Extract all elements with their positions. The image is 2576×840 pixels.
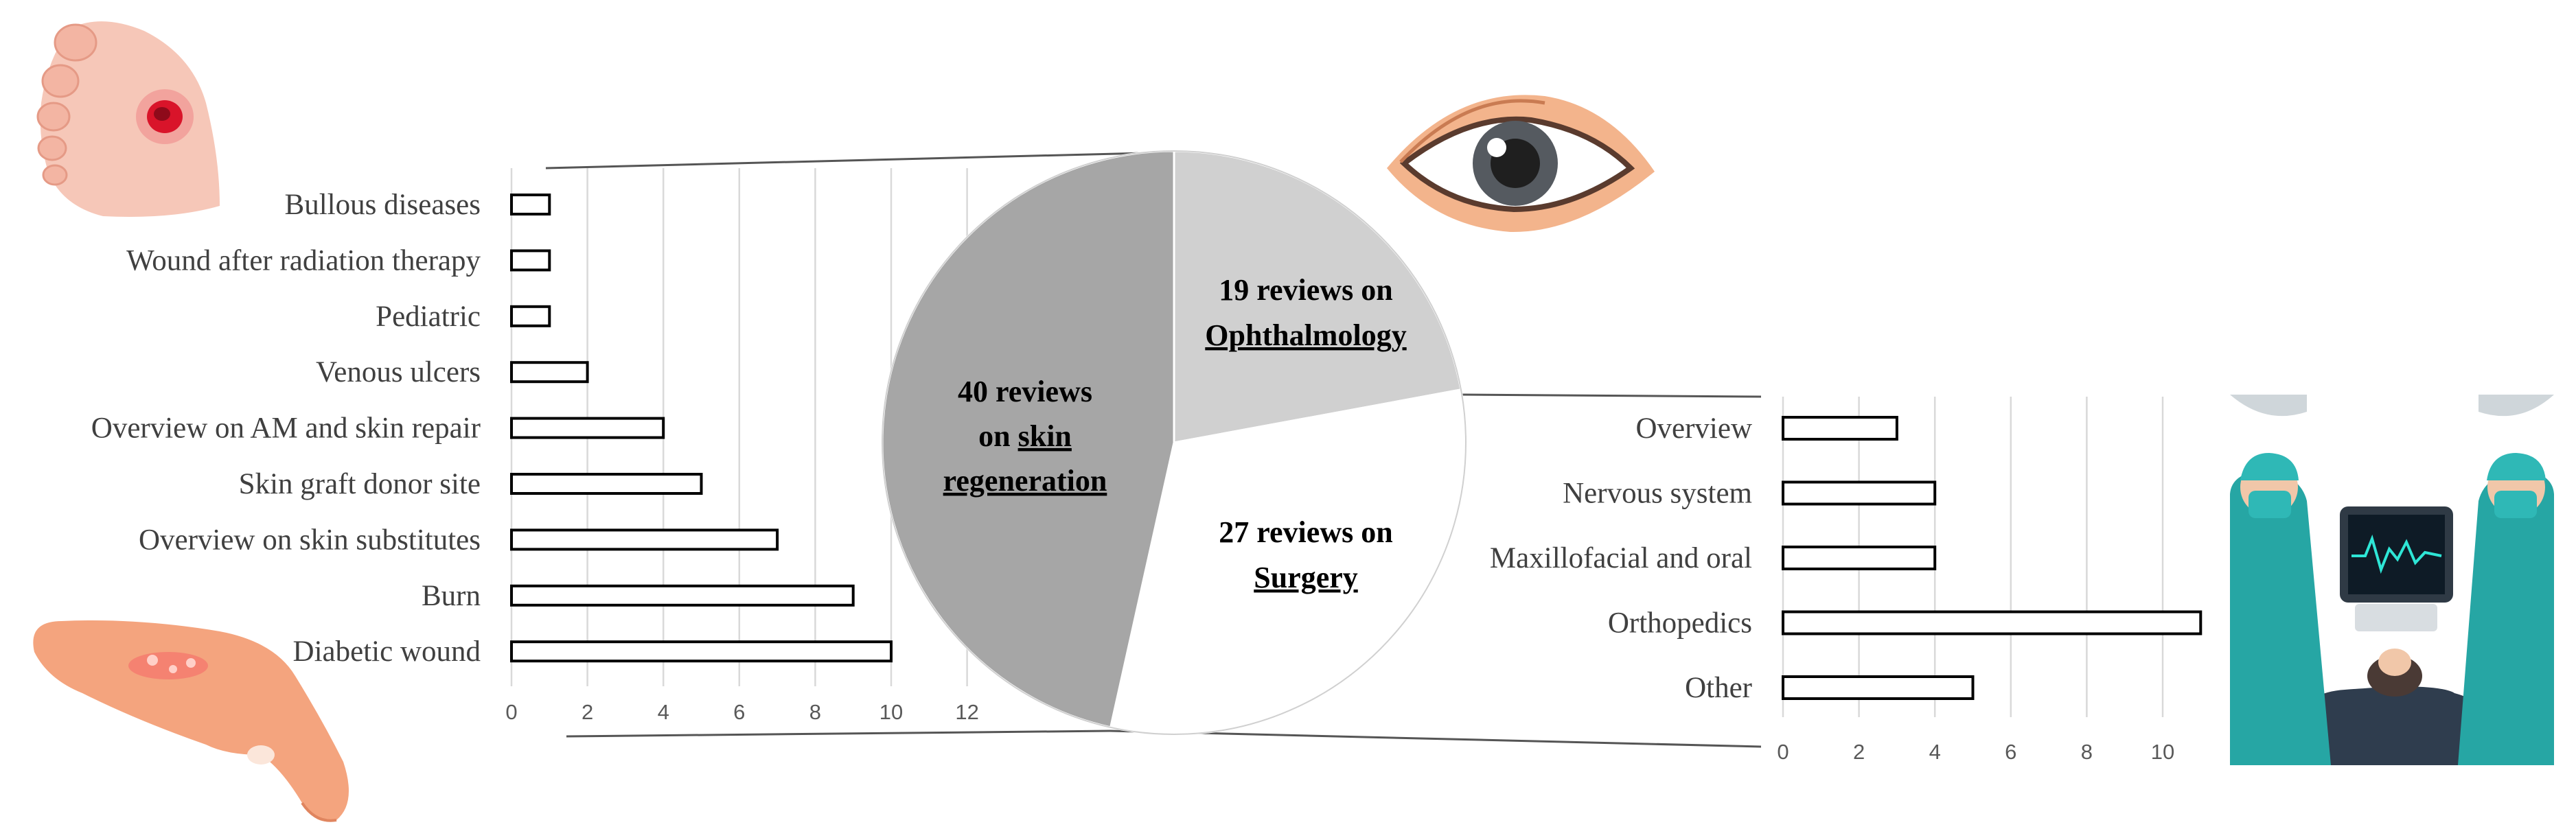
right-category-label: Nervous system [1563, 478, 1752, 510]
left-category-label: Bullous diseases [285, 189, 481, 221]
right-category-label: Orthopedics [1608, 607, 1752, 640]
left-category-label: Diabetic wound [293, 635, 481, 668]
left-bars [510, 194, 893, 663]
pie-label-skin-line2: on skin [978, 419, 1072, 453]
left-category-label: Overview on skin substitutes [139, 524, 481, 556]
pie-outline [882, 150, 1467, 735]
left-tick-label: 6 [733, 700, 745, 724]
left-tick-label: 8 [809, 700, 821, 724]
left-tick-label: 12 [955, 700, 978, 724]
right-tick-label: 10 [2151, 740, 2174, 764]
pie-label-skin: 40 reviews on skin regeneration [943, 375, 1107, 498]
right-bar [1782, 675, 1975, 700]
left-tick-label: 4 [658, 700, 669, 724]
left-bar [510, 473, 703, 495]
right-category-label: Other [1685, 672, 1752, 704]
left-bar [510, 361, 589, 384]
connector-left-top [545, 151, 1171, 170]
left-bar [510, 584, 855, 607]
left-bar [510, 194, 551, 215]
left-category-label: Pediatric [376, 301, 481, 333]
right-tick-label: 6 [2005, 740, 2016, 764]
hand-burn-icon [33, 620, 349, 822]
pie-label-surgery: 27 reviews on Surgery [1219, 515, 1392, 594]
pie-label-ophthalmology-line2: Ophthalmology [1205, 318, 1406, 352]
reviews-pie-chart: 40 reviews on skin regeneration 19 revie… [881, 150, 1467, 736]
connector-right-top [1460, 393, 1762, 398]
left-bar [510, 417, 665, 439]
left-category-label: Burn [422, 580, 481, 612]
right-category-label: Overview [1635, 412, 1752, 445]
pie-label-skin-line3: regeneration [943, 464, 1107, 498]
surgery-team-icon [2230, 395, 2554, 765]
pie-label-surgery-line1: 27 reviews on [1219, 515, 1392, 549]
pie-slices [881, 150, 1467, 736]
connector-left-bottom [566, 730, 1111, 738]
right-tick-labels: 0 2 4 6 8 10 [1777, 740, 2174, 764]
pie-label-ophthalmology: 19 reviews on Ophthalmology [1205, 273, 1406, 352]
left-category-label: Wound after radiation therapy [126, 244, 481, 277]
right-tick-label: 8 [2081, 740, 2093, 764]
left-tick-label: 0 [505, 700, 517, 724]
right-bar [1782, 546, 1937, 570]
right-tick-label: 0 [1777, 740, 1789, 764]
right-bar [1782, 416, 1898, 441]
right-bars [1782, 416, 2203, 700]
connector-right-bottom [1109, 730, 1762, 748]
left-category-label: Overview on AM and skin repair [91, 412, 481, 445]
pie-label-ophthalmology-line1: 19 reviews on [1219, 273, 1392, 307]
right-category-label: Maxillofacial and oral [1490, 542, 1752, 574]
eye-icon [1387, 95, 1655, 233]
right-tick-label: 4 [1929, 740, 1941, 764]
left-bar [510, 528, 779, 551]
left-bar [510, 305, 551, 327]
pie-label-skin-line1: 40 reviews [958, 375, 1092, 408]
left-category-label: Venous ulcers [316, 356, 481, 388]
left-tick-label: 2 [582, 700, 593, 724]
left-tick-labels: 0 2 4 6 8 10 12 [505, 700, 978, 724]
right-bar [1782, 480, 1937, 506]
foot-wound-icon [36, 21, 220, 217]
connector-lines [545, 151, 1762, 748]
left-tick-label: 10 [879, 700, 903, 724]
left-bar [510, 640, 893, 663]
left-bar [510, 249, 551, 272]
left-category-label: Skin graft donor site [239, 468, 481, 500]
pie-label-surgery-line2: Surgery [1254, 561, 1358, 594]
right-bar [1782, 610, 2203, 635]
right-tick-label: 2 [1853, 740, 1865, 764]
